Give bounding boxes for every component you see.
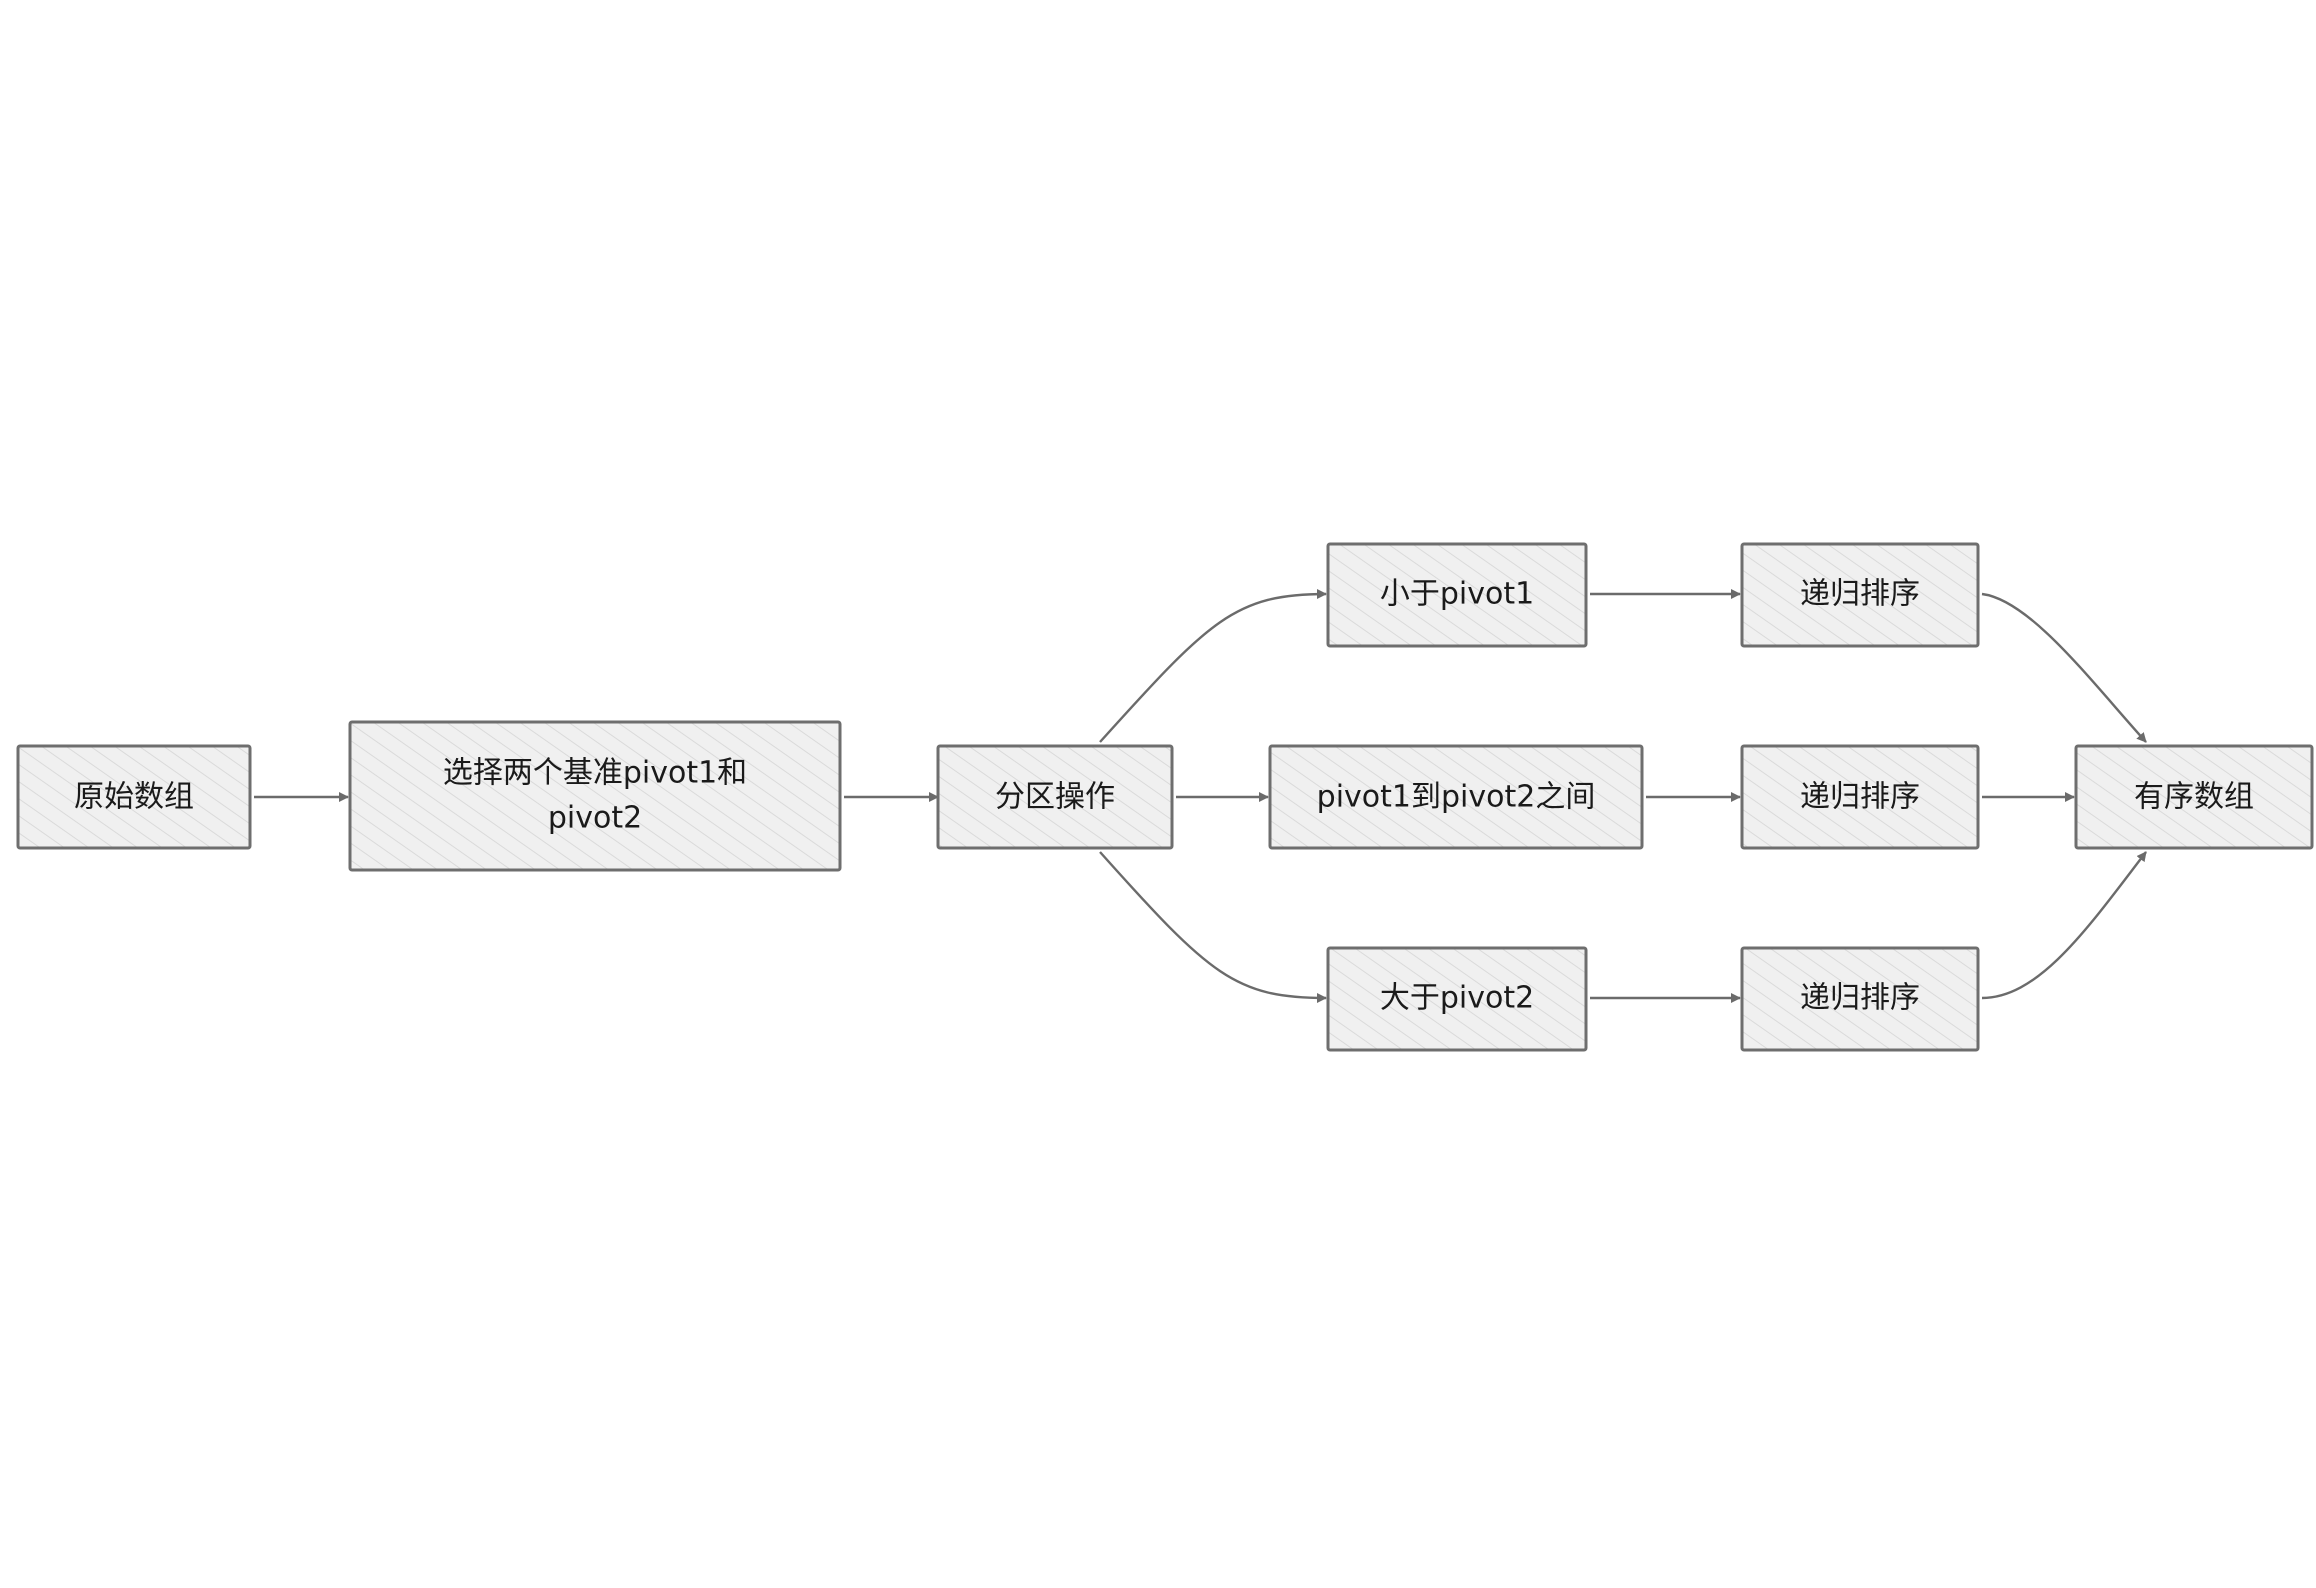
edge-partition-to-less bbox=[1099, 589, 1327, 743]
edge-sort-bottom-to-sorted bbox=[1981, 851, 2147, 1000]
edge-sort-top-to-sorted bbox=[1981, 592, 2147, 743]
node-recursive-sort-middle: 递归排序 bbox=[1740, 744, 1980, 850]
node-partition-label: 分区操作 bbox=[995, 780, 1115, 815]
node-between-pivots-label: pivot1到pivot2之间 bbox=[1317, 780, 1596, 815]
node-recursive-sort-top: 递归排序 bbox=[1740, 542, 1980, 648]
node-sorted-array-label: 有序数组 bbox=[2134, 780, 2254, 815]
node-greater-than-pivot2-label: 大于pivot2 bbox=[1380, 981, 1534, 1016]
node-less-than-pivot1-label: 小于pivot1 bbox=[1380, 577, 1534, 612]
node-between-pivots: pivot1到pivot2之间 bbox=[1268, 744, 1644, 850]
node-partition: 分区操作 bbox=[936, 744, 1174, 850]
node-recursive-sort-top-label: 递归排序 bbox=[1800, 577, 1920, 612]
node-recursive-sort-middle-label: 递归排序 bbox=[1800, 780, 1920, 815]
node-select-pivots: 选择两个基准pivot1和 pivot2 bbox=[348, 720, 842, 872]
node-select-pivots-line2: pivot2 bbox=[548, 801, 642, 836]
node-original-array-label: 原始数组 bbox=[74, 780, 194, 815]
edges bbox=[254, 589, 2147, 1003]
node-sorted-array: 有序数组 bbox=[2074, 744, 2314, 850]
node-recursive-sort-bottom: 递归排序 bbox=[1740, 946, 1980, 1052]
node-original-array: 原始数组 bbox=[16, 744, 252, 850]
node-greater-than-pivot2: 大于pivot2 bbox=[1326, 946, 1588, 1052]
node-less-than-pivot1: 小于pivot1 bbox=[1326, 542, 1588, 648]
node-select-pivots-line1: 选择两个基准pivot1和 bbox=[443, 756, 747, 791]
node-recursive-sort-bottom-label: 递归排序 bbox=[1800, 981, 1920, 1016]
edge-partition-to-greater bbox=[1099, 851, 1327, 1003]
